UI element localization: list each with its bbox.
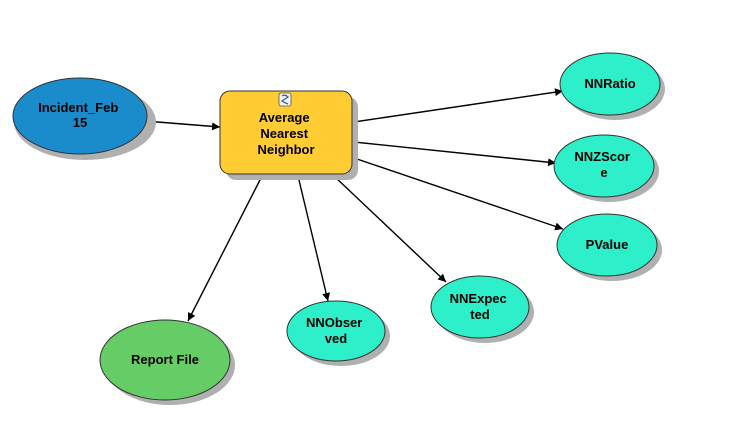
node-pvalue[interactable]: PValue bbox=[556, 213, 662, 281]
output-ellipse bbox=[553, 134, 655, 198]
input-ellipse bbox=[12, 77, 148, 155]
node-report-file[interactable]: Report File bbox=[99, 319, 235, 405]
connector-tool-to-nnzscore bbox=[353, 141, 557, 167]
node-nnexpected[interactable]: NNExpec ted bbox=[430, 275, 534, 343]
node-label: Report File bbox=[131, 352, 199, 367]
output-ellipse bbox=[430, 275, 530, 339]
node-label: Average Nearest Neighbor bbox=[257, 110, 314, 157]
connector-tool-to-nnexpected bbox=[333, 175, 447, 283]
node-label: NNObser ved bbox=[306, 315, 366, 346]
report-ellipse bbox=[99, 319, 231, 401]
output-ellipse bbox=[286, 300, 386, 362]
toolbox-script-icon bbox=[278, 92, 292, 107]
connectors bbox=[144, 88, 564, 322]
output-ellipse bbox=[559, 52, 661, 116]
connector-tool-to-nnratio bbox=[353, 88, 564, 123]
tool-average-nearest-neighbor[interactable]: Average Nearest Neighbor bbox=[219, 90, 358, 180]
node-label: NNZScor e bbox=[574, 149, 633, 180]
tool-box bbox=[219, 90, 353, 175]
node-incident-feb-15[interactable]: Incident_Feb 15 bbox=[12, 77, 156, 160]
connector-tool-to-nnobserved bbox=[297, 175, 331, 302]
node-nnobserved[interactable]: NNObser ved bbox=[286, 300, 390, 366]
node-label: Incident_Feb 15 bbox=[38, 100, 122, 130]
node-label: NNExpec ted bbox=[450, 291, 511, 322]
output-ellipse bbox=[556, 213, 658, 277]
node-label: NNRatio bbox=[584, 76, 635, 91]
connector-tool-to-pvalue bbox=[353, 157, 564, 231]
connector-tool-to-report bbox=[187, 175, 263, 322]
node-nnzscore[interactable]: NNZScor e bbox=[553, 134, 659, 202]
node-nnratio[interactable]: NNRatio bbox=[559, 52, 665, 120]
connector-incident-to-tool bbox=[144, 120, 221, 131]
node-label: PValue bbox=[586, 237, 629, 252]
